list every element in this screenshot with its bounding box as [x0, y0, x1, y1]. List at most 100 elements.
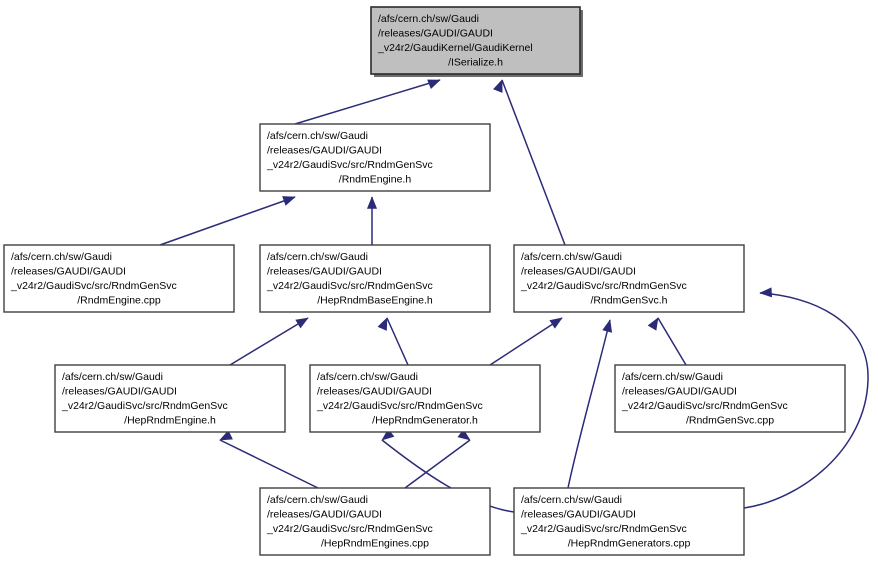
node-box[interactable]	[513, 487, 745, 556]
edge-heprndmengine_h-to-heprndmbaseengine_h	[229, 317, 309, 366]
node-label-line: /RndmEngine.h	[339, 174, 412, 186]
edge-line	[489, 317, 563, 366]
node-label-line: /afs/cern.ch/sw/Gaudi	[521, 494, 622, 506]
edge-line	[567, 319, 611, 489]
node-heprndmgenerators_cpp[interactable]: /afs/cern.ch/sw/Gaudi/releases/GAUDI/GAU…	[513, 487, 745, 556]
node-label-line: _v24r2/GaudiSvc/src/RndmGenSvc	[61, 400, 228, 412]
node-label-line: /releases/GAUDI/GAUDI	[521, 265, 636, 277]
node-label-line: _v24r2/GaudiSvc/src/RndmGenSvc	[10, 280, 177, 292]
node-heprndmgenerator_h[interactable]: /afs/cern.ch/sw/Gaudi/releases/GAUDI/GAU…	[309, 364, 541, 433]
node-label-line: /afs/cern.ch/sw/Gaudi	[317, 371, 418, 383]
node-label-line: _v24r2/GaudiSvc/src/RndmGenSvc	[621, 400, 788, 412]
arrowhead-icon	[602, 319, 613, 333]
node-label-line: /ISerialize.h	[448, 57, 503, 69]
edge-rndmengine_cpp-to-rndmengine_h	[159, 196, 296, 246]
node-label-line: _v24r2/GaudiSvc/src/RndmGenSvc	[266, 159, 433, 171]
edge-line	[219, 439, 319, 489]
node-label-line: /afs/cern.ch/sw/Gaudi	[267, 494, 368, 506]
node-label-line: /afs/cern.ch/sw/Gaudi	[11, 251, 112, 263]
node-rndmgensvc_h[interactable]: /afs/cern.ch/sw/Gaudi/releases/GAUDI/GAU…	[513, 244, 745, 313]
node-label-line: /releases/GAUDI/GAUDI	[11, 265, 126, 277]
arrowhead-icon	[381, 428, 395, 441]
node-label-line: /afs/cern.ch/sw/Gaudi	[378, 13, 479, 25]
arrowhead-icon	[377, 317, 388, 331]
node-heprndmbaseengine_h[interactable]: /afs/cern.ch/sw/Gaudi/releases/GAUDI/GAU…	[259, 244, 491, 313]
node-label-line: _v24r2/GaudiSvc/src/RndmGenSvc	[316, 400, 483, 412]
edge-heprndmbaseengine_h-to-rndmengine_h	[366, 196, 378, 245]
node-label-line: /releases/GAUDI/GAUDI	[622, 385, 737, 397]
node-iserialize_h[interactable]: /afs/cern.ch/sw/Gaudi/releases/GAUDI/GAU…	[370, 6, 583, 77]
node-box-current[interactable]	[370, 6, 581, 75]
edge-line	[657, 317, 687, 366]
edge-heprndmgenerators_cpp-to-rndmgensvc_h	[743, 287, 869, 509]
node-box[interactable]	[259, 123, 491, 192]
edge-heprndmgenerators_cpp-to-rndmgensvc_h	[567, 319, 613, 489]
edge-heprndmgenerators_cpp-to-heprndmgenerator_h	[381, 428, 515, 513]
node-rndmengine_cpp[interactable]: /afs/cern.ch/sw/Gaudi/releases/GAUDI/GAU…	[3, 244, 235, 313]
edge-rndmgensvc_h-to-iserialize_h	[493, 79, 566, 246]
node-box[interactable]	[259, 244, 491, 313]
node-label-line: _v24r2/GaudiKernel/GaudiKernel	[377, 42, 533, 54]
arrowhead-icon	[427, 79, 441, 90]
node-rndmgensvc_cpp[interactable]: /afs/cern.ch/sw/Gaudi/releases/GAUDI/GAU…	[614, 364, 846, 433]
node-label-line: /RndmGenSvc.cpp	[686, 415, 774, 427]
edge-line	[381, 439, 515, 513]
node-label-line: /releases/GAUDI/GAUDI	[317, 385, 432, 397]
arrowhead-icon	[366, 196, 378, 209]
arrowhead-icon	[219, 430, 233, 441]
node-label-line: _v24r2/GaudiSvc/src/RndmGenSvc	[520, 280, 687, 292]
node-label-line: /releases/GAUDI/GAUDI	[267, 144, 382, 156]
node-box[interactable]	[54, 364, 286, 433]
edge-line	[386, 317, 409, 366]
edge-line	[229, 317, 309, 366]
arrowhead-icon	[282, 196, 296, 206]
arrowhead-icon	[647, 317, 659, 331]
node-label-line: /releases/GAUDI/GAUDI	[267, 508, 382, 520]
node-label-line: /releases/GAUDI/GAUDI	[62, 385, 177, 397]
arrowhead-icon	[493, 79, 503, 93]
nodes-layer: /afs/cern.ch/sw/Gaudi/releases/GAUDI/GAU…	[3, 6, 846, 556]
node-label-line: /afs/cern.ch/sw/Gaudi	[267, 130, 368, 142]
node-box[interactable]	[309, 364, 541, 433]
node-heprndmengine_h[interactable]: /afs/cern.ch/sw/Gaudi/releases/GAUDI/GAU…	[54, 364, 286, 433]
node-rndmengine_h[interactable]: /afs/cern.ch/sw/Gaudi/releases/GAUDI/GAU…	[259, 123, 491, 192]
arrowhead-icon	[549, 317, 563, 329]
arrowhead-icon	[759, 287, 773, 298]
node-label-line: _v24r2/GaudiSvc/src/RndmGenSvc	[266, 280, 433, 292]
node-label-line: /afs/cern.ch/sw/Gaudi	[521, 251, 622, 263]
node-label-line: /RndmGenSvc.h	[590, 295, 667, 307]
node-label-line: /releases/GAUDI/GAUDI	[378, 27, 493, 39]
node-label-line: /RndmEngine.cpp	[77, 295, 161, 307]
edge-heprndmengines_cpp-to-heprndmengine_h	[219, 430, 319, 489]
node-label-line: /releases/GAUDI/GAUDI	[521, 508, 636, 520]
node-box[interactable]	[259, 487, 491, 556]
edge-heprndmgenerator_h-to-heprndmbaseengine_h	[377, 317, 409, 366]
node-label-line: /afs/cern.ch/sw/Gaudi	[267, 251, 368, 263]
edge-line	[294, 79, 441, 125]
node-label-line: _v24r2/GaudiSvc/src/RndmGenSvc	[266, 523, 433, 535]
edge-rndmengine_h-to-iserialize_h	[294, 79, 441, 125]
edge-line	[404, 439, 471, 489]
node-heprndmengines_cpp[interactable]: /afs/cern.ch/sw/Gaudi/releases/GAUDI/GAU…	[259, 487, 491, 556]
edge-line	[501, 79, 566, 246]
node-label-line: /HepRndmGenerator.h	[372, 415, 478, 427]
node-label-line: /releases/GAUDI/GAUDI	[267, 265, 382, 277]
node-box[interactable]	[614, 364, 846, 433]
edge-heprndmengines_cpp-to-heprndmgenerator_h	[404, 428, 471, 489]
node-label-line: _v24r2/GaudiSvc/src/RndmGenSvc	[520, 523, 687, 535]
edges-layer	[159, 79, 869, 513]
edge-rndmgensvc_cpp-to-rndmgensvc_h	[647, 317, 687, 366]
arrowhead-icon	[295, 317, 309, 329]
node-label-line: /HepRndmEngine.h	[124, 415, 216, 427]
arrowhead-icon	[457, 428, 471, 441]
node-label-line: /afs/cern.ch/sw/Gaudi	[622, 371, 723, 383]
node-box[interactable]	[3, 244, 235, 313]
node-label-line: /HepRndmBaseEngine.h	[317, 295, 433, 307]
edge-line	[159, 196, 296, 246]
node-box[interactable]	[513, 244, 745, 313]
edge-heprndmgenerator_h-to-rndmgensvc_h	[489, 317, 563, 366]
node-label-line: /afs/cern.ch/sw/Gaudi	[62, 371, 163, 383]
node-label-line: /HepRndmGenerators.cpp	[568, 538, 691, 550]
